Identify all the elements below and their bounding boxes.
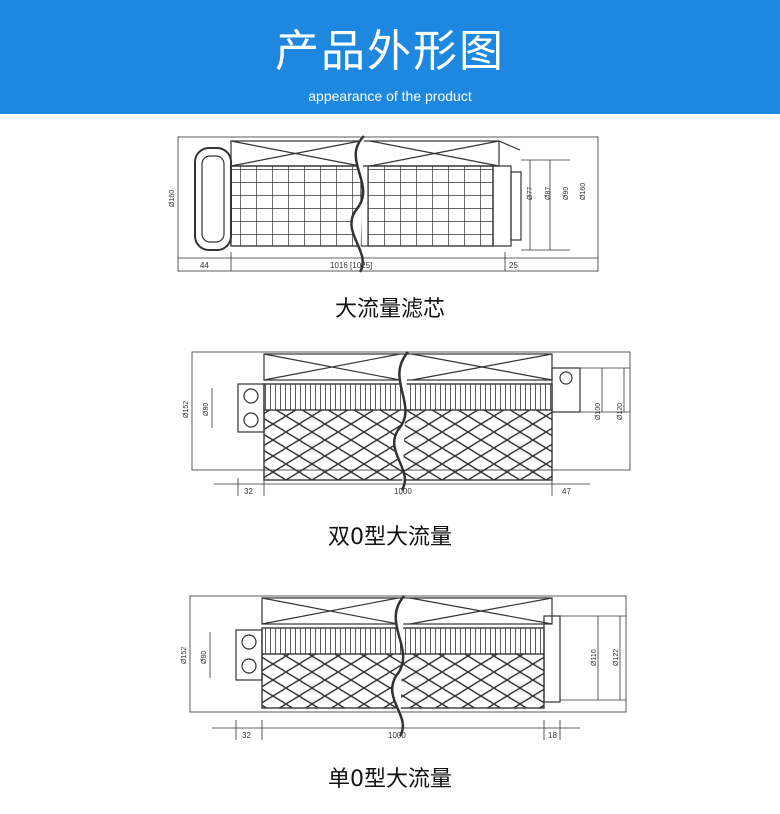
dimension-lines xyxy=(209,615,626,740)
dim-d1: Ø100 xyxy=(595,403,602,420)
figure-caption-2: 双0型大流量 xyxy=(328,525,452,550)
figure-caption-1: 大流量滤芯 xyxy=(334,297,445,322)
dimension-lines xyxy=(178,159,598,271)
dim-length: 1000 xyxy=(388,731,406,740)
filter-drawing-3: 32 1000 18 Ø152 Ø80 Ø110 Ø122 xyxy=(181,595,627,740)
filter-drawing-1: 44 1016 [1025] 25 Ø160 Ø77 Ø87 Ø90 Ø160 xyxy=(169,135,599,273)
header-banner: 产品外形图 appearance of the product xyxy=(0,0,780,114)
dim-height: Ø152 xyxy=(183,401,190,418)
dim-d1: Ø110 xyxy=(591,649,598,666)
dim-length: 1000 xyxy=(394,487,412,496)
dim-left-offset: 44 xyxy=(200,261,209,270)
dimension-lines xyxy=(211,367,630,496)
filter-body xyxy=(191,351,631,481)
filter-drawing-2: 32 1000 47 Ø152 Ø80 Ø100 Ø120 xyxy=(183,351,631,496)
dim-d1: Ø77 xyxy=(527,187,534,200)
dim-right-offset: 18 xyxy=(548,731,557,740)
dim-height: Ø152 xyxy=(181,647,188,664)
dim-left-offset: 32 xyxy=(244,487,253,496)
dim-d2: Ø87 xyxy=(545,187,552,200)
break-line xyxy=(392,351,409,491)
filter-body xyxy=(189,595,627,713)
dim-port: Ø80 xyxy=(201,651,208,664)
filter-body xyxy=(177,136,599,272)
dim-d2: Ø122 xyxy=(613,649,620,666)
dim-right-offset: 25 xyxy=(509,261,518,270)
dim-height: Ø160 xyxy=(169,190,176,207)
dim-d3: Ø90 xyxy=(563,187,570,200)
dim-d2: Ø120 xyxy=(617,403,624,420)
figure-caption-3: 单0型大流量 xyxy=(328,767,452,792)
dim-left-offset: 32 xyxy=(242,731,251,740)
dim-d4: Ø160 xyxy=(580,183,587,200)
page-subtitle: appearance of the product xyxy=(308,88,472,104)
dim-right-offset: 47 xyxy=(562,487,571,496)
break-line xyxy=(350,135,365,273)
dim-length: 1016 [1025] xyxy=(330,261,372,270)
break-line xyxy=(390,595,405,737)
dim-port: Ø80 xyxy=(203,403,210,416)
page-title: 产品外形图 xyxy=(275,26,505,77)
